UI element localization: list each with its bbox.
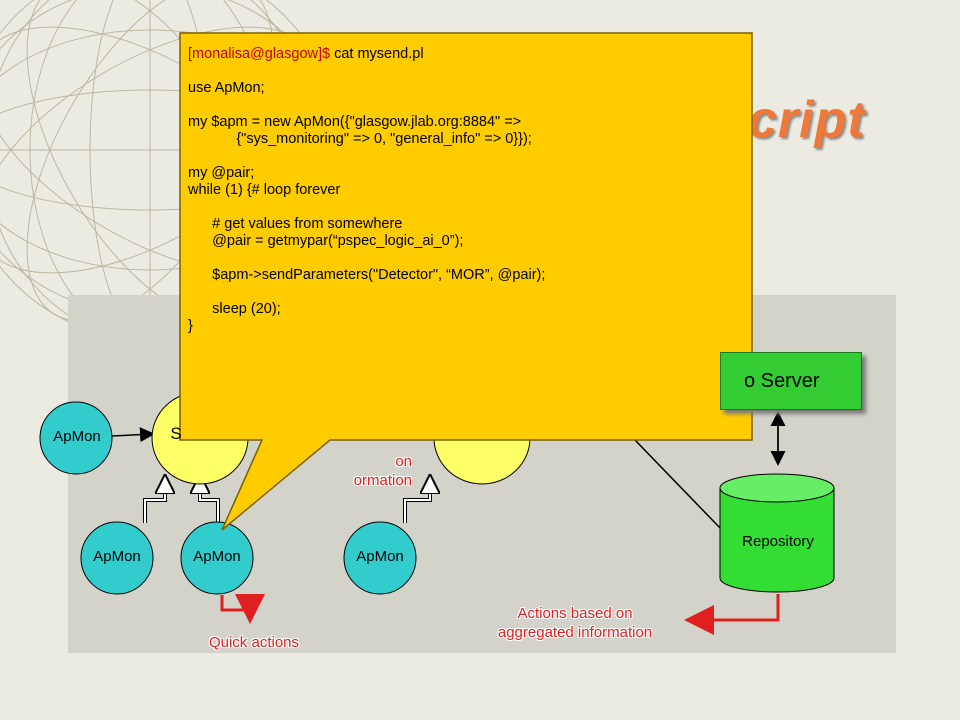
shell-prompt: [monalisa@glasgow]$ (188, 46, 331, 62)
repository-label: Repository (742, 533, 814, 550)
aggregated-note-line-1: Actions based on (517, 605, 633, 622)
connector-service2-to-repository (634, 439, 723, 531)
code-line: {"sys_monitoring" => 0, "general_info" =… (188, 131, 532, 147)
connector-apmon-left-to-service (111, 427, 155, 443)
partial-note-line-1: on (395, 453, 412, 470)
code-callout-shape (179, 32, 753, 531)
apmon-node-bottom-3[interactable] (343, 521, 417, 595)
code-line-command: [monalisa@glasgow]$ cat mysend.pl (188, 46, 748, 63)
code-line: $apm->sendParameters("Detector", “MOR”, … (188, 267, 546, 283)
repository-cylinder[interactable] (719, 473, 835, 593)
slide-title-fragment: cript (748, 91, 866, 149)
code-callout: [monalisa@glasgow]$ cat mysend.pl use Ap… (188, 46, 748, 335)
apmon-bottom-3-label: ApMon (356, 548, 404, 565)
service-left-label: S (170, 424, 182, 443)
code-line: # get values from somewhere (188, 216, 403, 232)
server-label: o Server (744, 370, 820, 392)
code-line: sleep (20); (188, 301, 281, 317)
code-line: while (1) {# loop forever (188, 182, 341, 198)
code-line: my @pair; (188, 165, 255, 181)
apmon-node-bottom-2[interactable] (180, 521, 254, 595)
apmon-bottom-2-label: ApMon (193, 548, 241, 565)
aggregated-actions-note: Actions based on aggregated information (470, 604, 680, 642)
partial-note: on ormation (330, 452, 412, 490)
aggregated-actions-arrow (684, 594, 780, 635)
apmon-node-bottom-1[interactable] (80, 521, 154, 595)
apmon-left-label: ApMon (53, 428, 101, 445)
quick-actions-arrow (220, 594, 265, 624)
monalisa-server-box[interactable] (720, 352, 862, 410)
apmon-node-left[interactable] (39, 401, 113, 475)
code-line: @pair = getmypar(“pspec_logic_ai_0”); (188, 233, 464, 249)
code-line: my $apm = new ApMon({"glasgow.jlab.org:8… (188, 114, 522, 130)
code-line: } (188, 318, 193, 334)
apmon-bottom-1-label: ApMon (93, 548, 141, 565)
shell-command: cat mysend.pl (330, 46, 424, 62)
aggregated-note-line-2: aggregated information (497, 624, 653, 641)
code-line: use ApMon; (188, 80, 265, 96)
quick-actions-note: Quick actions (208, 634, 300, 651)
partial-note-line-2: ormation (353, 472, 412, 489)
